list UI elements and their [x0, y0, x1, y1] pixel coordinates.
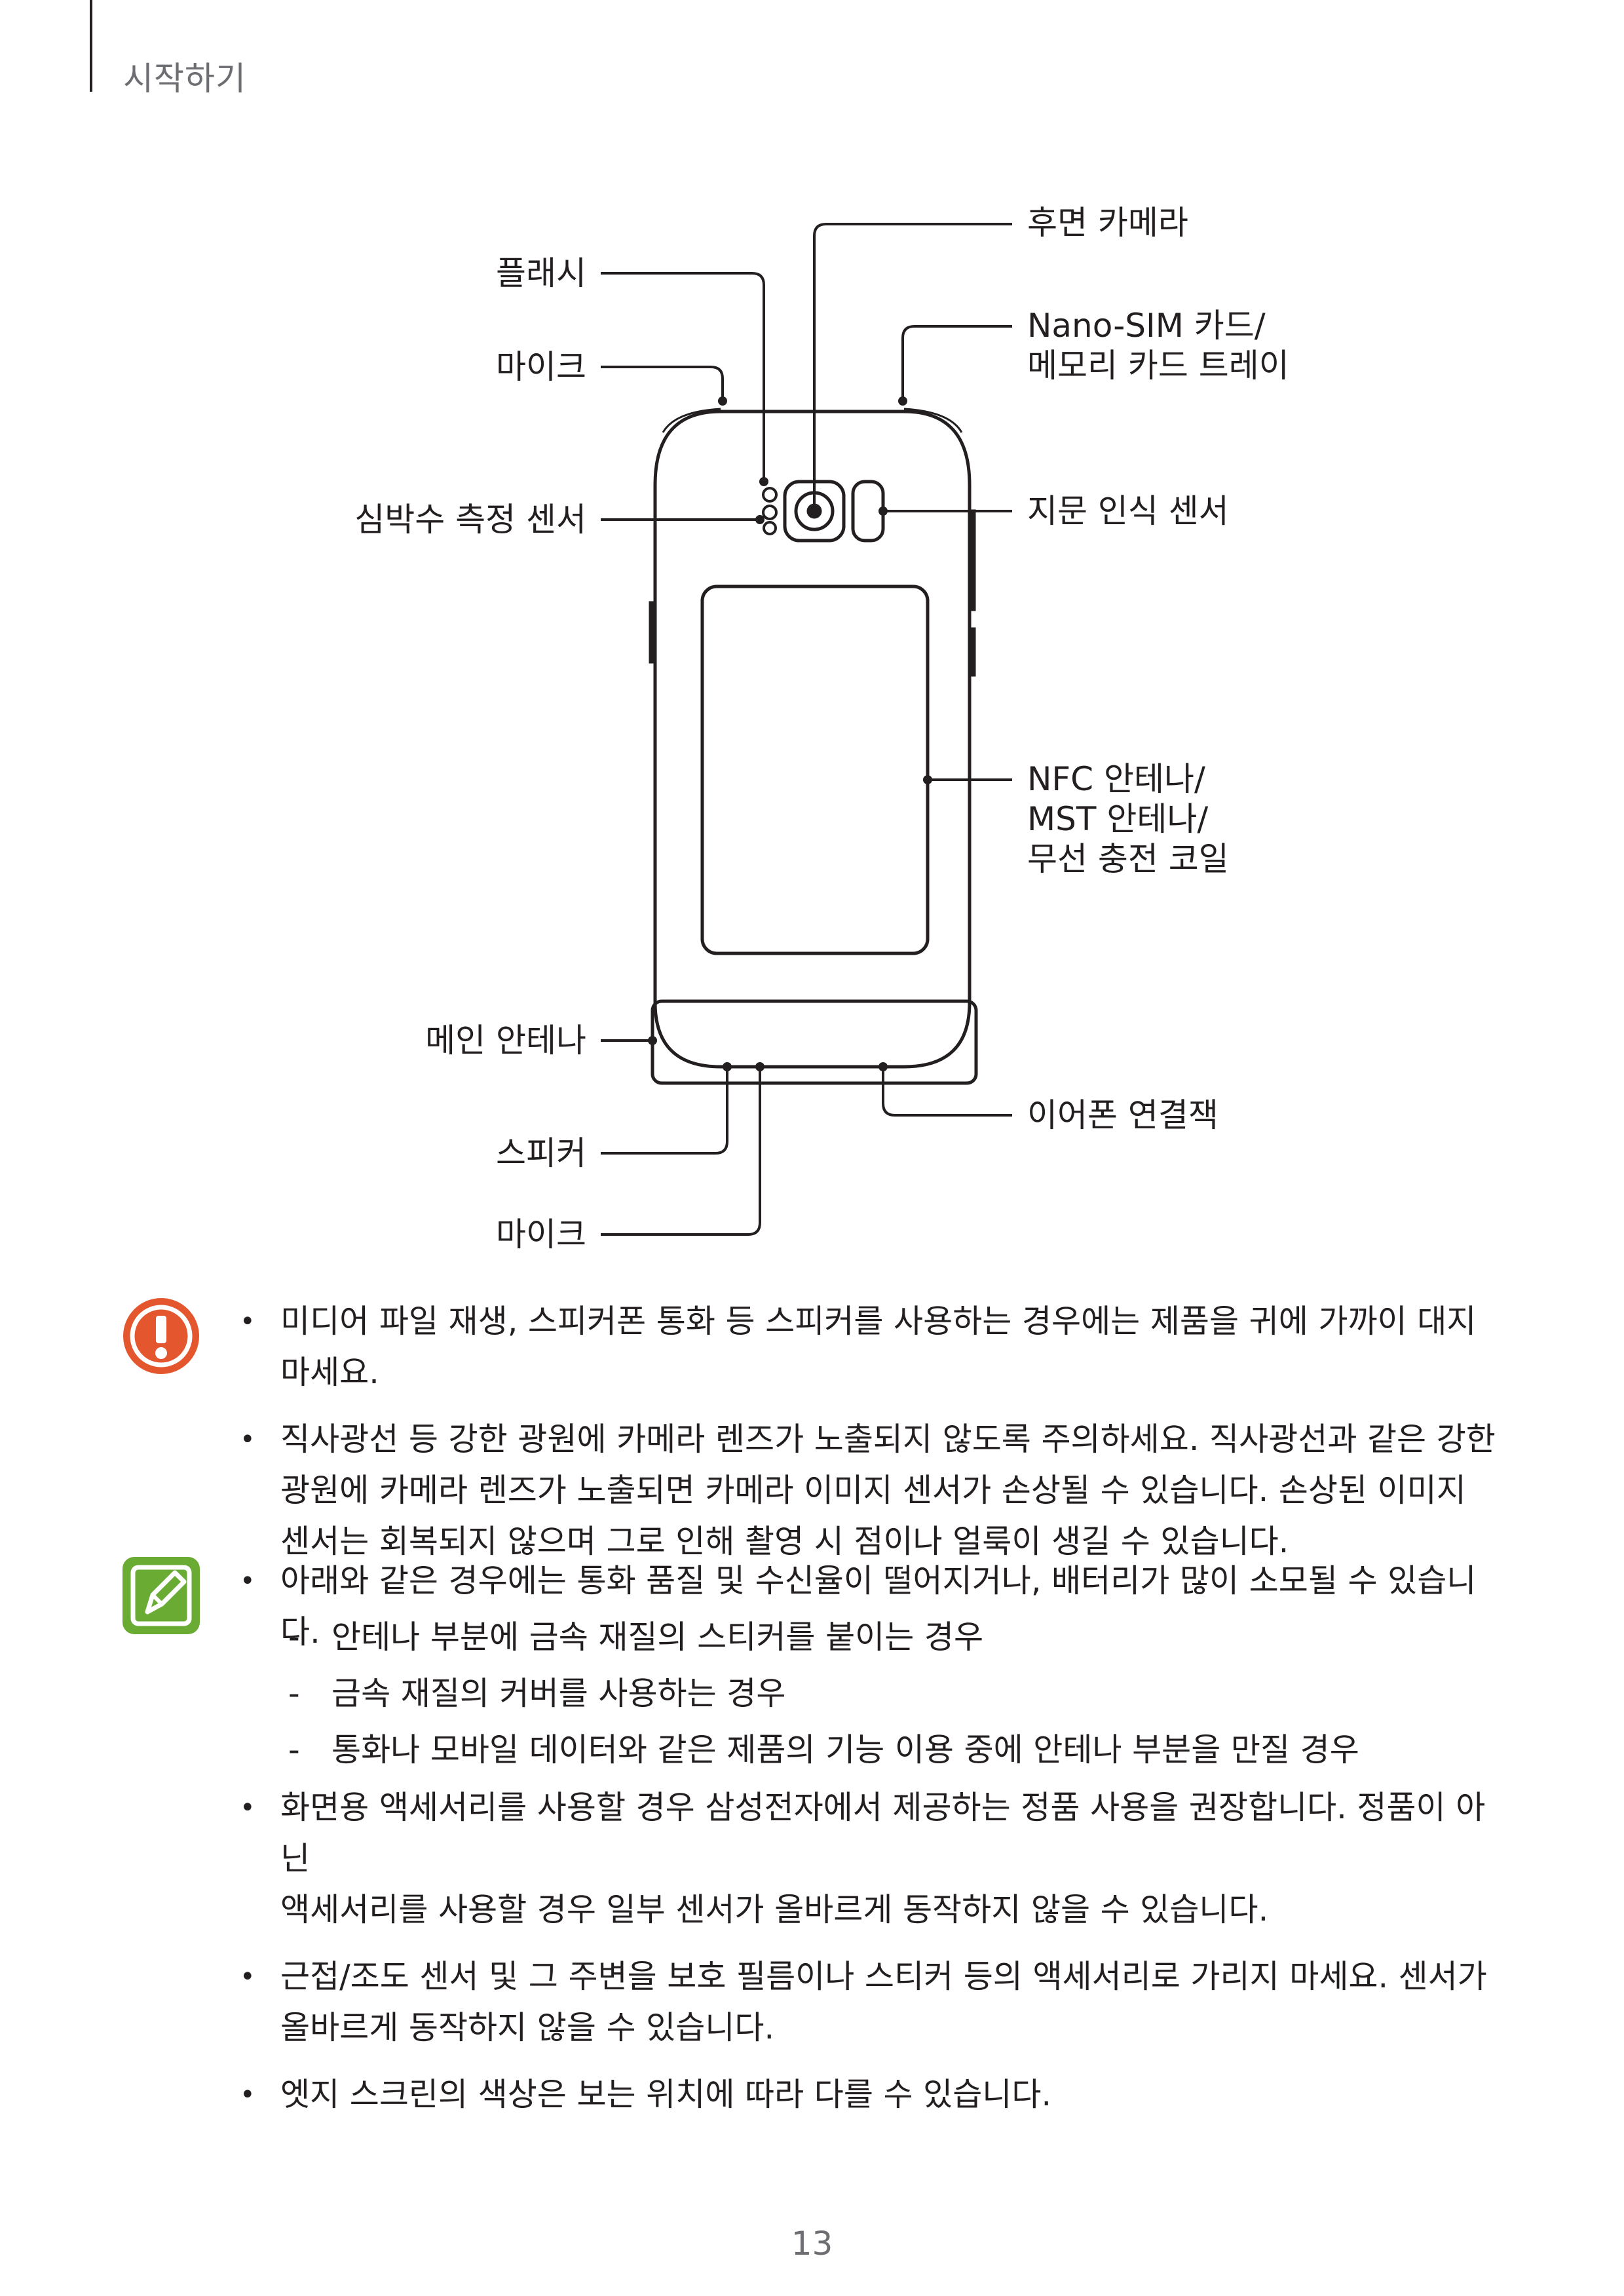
label-main-antenna: 메인 안테나 [425, 1022, 586, 1060]
note-item: • 아래와 같은 경우에는 통화 품질 및 수신율이 떨어지거나, 배터리가 많… [235, 1556, 1512, 1658]
label-fingerprint-sensor: 지문 인식 센서 [1027, 492, 1229, 530]
bullet-dot: • [240, 1566, 255, 1596]
label-sim-tray-line2: 메모리 카드 트레이 [1027, 347, 1289, 385]
label-heart-rate-sensor: 심박수 측정 센서 [354, 501, 586, 539]
dash-marker: - [288, 1618, 300, 1656]
note-subitem: - 안테나 부분에 금속 재질의 스티커를 붙이는 경우 [235, 1612, 1512, 1663]
caution-list: • 미디어 파일 재생, 스피커폰 통화 등 스피커를 사용하는 경우에는 제품… [235, 1296, 1512, 1583]
note-pencil-icon [123, 1557, 200, 1634]
label-flash: 플래시 [496, 254, 586, 292]
label-speaker: 스피커 [496, 1134, 586, 1172]
label-mic-top: 마이크 [496, 348, 586, 386]
dash-marker: - [288, 1675, 300, 1712]
note-item: • 근접/조도 센서 및 그 주변을 보호 필름이나 스티커 등의 액세서리로 … [235, 1951, 1512, 2054]
caution-item: • 직사광선 등 강한 광원에 카메라 렌즈가 노출되지 않도록 주의하세요. … [235, 1414, 1512, 1567]
note-subitem: - 금속 재질의 커버를 사용하는 경우 [235, 1668, 1512, 1719]
caution-item: • 미디어 파일 재생, 스피커폰 통화 등 스피커를 사용하는 경우에는 제품… [235, 1296, 1512, 1398]
label-nfc-line3: 무선 충전 코일 [1027, 840, 1229, 878]
label-rear-camera: 후면 카메라 [1027, 204, 1188, 242]
bullet-dot: • [240, 1962, 255, 1992]
bullet-dot: • [240, 1793, 255, 1823]
label-nfc-line2: MST 안테나/ [1027, 800, 1209, 838]
label-sim-tray-line1: Nano-SIM 카드/ [1027, 307, 1266, 345]
caution-icon [123, 1298, 199, 1374]
note-list-continued: • 화면용 액세서리를 사용할 경우 삼성전자에서 제공하는 정품 사용을 권장… [235, 1782, 1512, 2136]
note-sublist: - 안테나 부분에 금속 재질의 스티커를 붙이는 경우 - 금속 재질의 커버… [235, 1612, 1512, 1781]
dash-marker: - [288, 1731, 300, 1769]
bullet-dot: • [240, 2080, 255, 2110]
page-number: 13 [791, 2225, 833, 2263]
bullet-dot: • [240, 1425, 255, 1455]
label-earphone-jack: 이어폰 연결잭 [1027, 1096, 1218, 1134]
section-title: 시작하기 [123, 60, 246, 98]
label-mic-bottom: 마이크 [496, 1215, 586, 1253]
header-divider [90, 0, 92, 92]
note-item: • 화면용 액세서리를 사용할 경우 삼성전자에서 제공하는 정품 사용을 권장… [235, 1782, 1512, 1936]
phone-back-diagram [601, 223, 1012, 1236]
note-subitem: - 통화나 모바일 데이터와 같은 제품의 기능 이용 중에 안테나 부분을 만… [235, 1725, 1512, 1776]
label-nfc-line1: NFC 안테나/ [1027, 760, 1205, 798]
bullet-dot: • [240, 1307, 255, 1337]
note-item: • 엣지 스크린의 색상은 보는 위치에 따라 다를 수 있습니다. [235, 2069, 1512, 2120]
note-list: • 아래와 같은 경우에는 통화 품질 및 수신율이 떨어지거나, 배터리가 많… [235, 1556, 1512, 1663]
